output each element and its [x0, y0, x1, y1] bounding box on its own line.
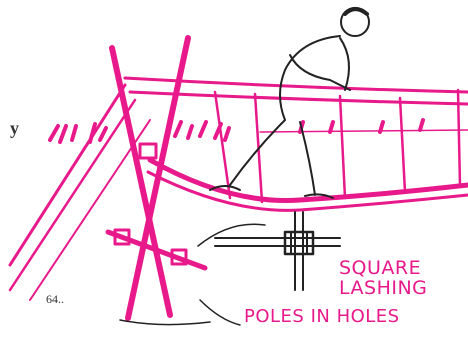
stay — [400, 98, 405, 192]
hand-rail-lower — [130, 92, 468, 104]
a-frame-pole-left — [112, 48, 170, 315]
stay — [340, 96, 345, 198]
horizon-line — [260, 130, 468, 132]
stray-mark: 64.. — [46, 292, 64, 307]
top-lashing — [140, 144, 156, 158]
guy-rope-1 — [10, 85, 125, 265]
scout-figure — [210, 8, 369, 198]
square-label-line1: SQUARE — [339, 258, 427, 278]
guy-rope-3 — [30, 120, 150, 300]
arrow-to-detail — [198, 224, 265, 246]
stay — [215, 92, 230, 198]
arrow-to-holes — [200, 300, 240, 325]
ground — [120, 320, 210, 325]
poles-in-holes-label: POLES IN HOLES — [244, 306, 400, 327]
square-lashing-label: SQUARE LASHING — [339, 258, 427, 298]
square-lashing-detail — [215, 212, 340, 290]
square-label-line2: LASHING — [339, 278, 427, 298]
stray-letter: y — [10, 118, 19, 139]
guy-rope-2 — [10, 100, 135, 290]
